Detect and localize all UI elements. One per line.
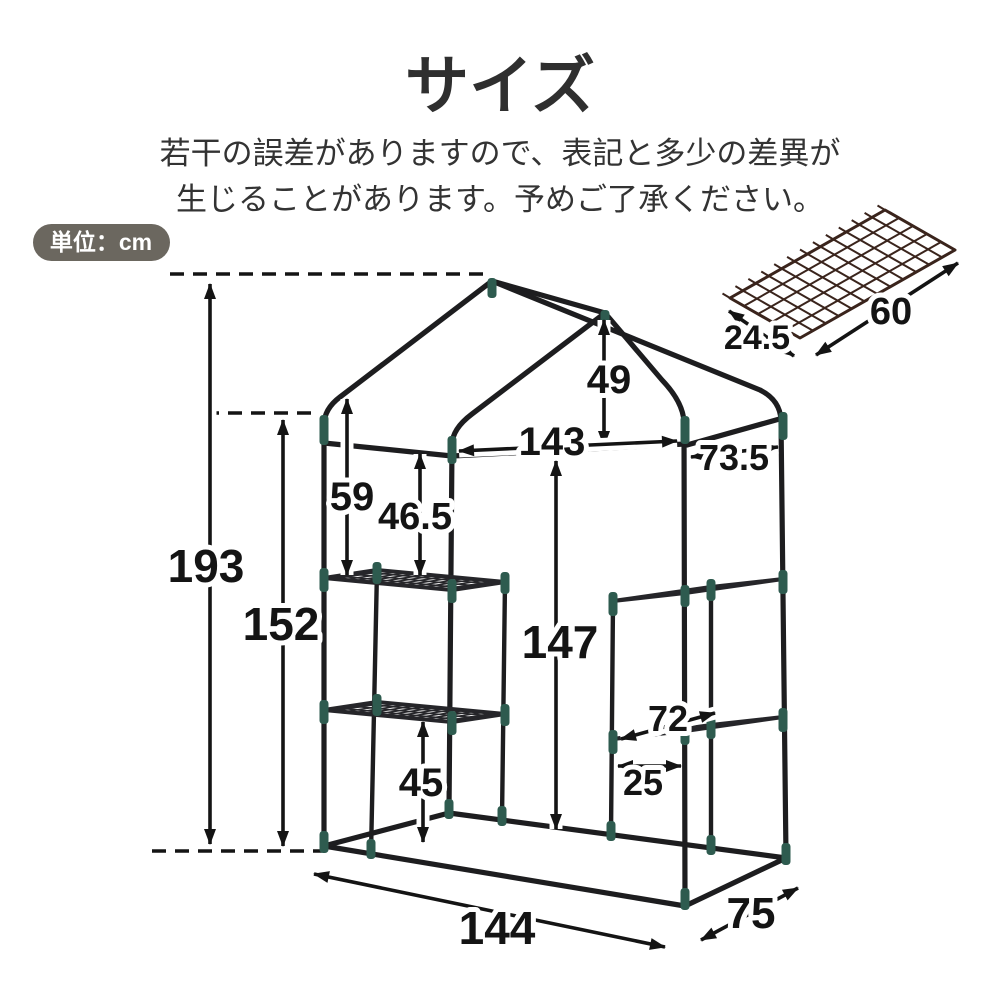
tube-connector bbox=[608, 730, 618, 754]
tube-connector bbox=[319, 831, 329, 853]
dim-label-right-shelf-depth: 72 bbox=[648, 698, 688, 739]
tube-connector bbox=[778, 708, 788, 732]
right-tower-inner-front-post bbox=[608, 598, 616, 838]
dim-label-top-depth: 73.5 bbox=[699, 437, 769, 478]
tube-connector bbox=[680, 416, 690, 444]
base-rail-front bbox=[321, 843, 688, 909]
tube-connector bbox=[366, 839, 376, 859]
base-rail-left bbox=[321, 810, 452, 849]
arrow-top-depth bbox=[690, 442, 779, 462]
reference-lines bbox=[152, 272, 487, 853]
dim-label-eave-to-shelf: 59 bbox=[330, 475, 375, 519]
dim-label-inset-length: 60 bbox=[870, 291, 912, 333]
tube-connector bbox=[319, 700, 329, 724]
unit-badge bbox=[33, 224, 170, 261]
tube-connector bbox=[500, 572, 510, 594]
dim-label-top-width: 143 bbox=[519, 420, 586, 464]
tube-connector bbox=[778, 412, 788, 440]
dim-label-shelf-to-ground: 45 bbox=[399, 761, 444, 805]
tube-connector bbox=[497, 806, 507, 826]
tube-connector bbox=[487, 278, 497, 298]
unit-badge-label: 単位：cm bbox=[50, 229, 152, 255]
tube-connector bbox=[778, 570, 788, 594]
roof-inner-left-post bbox=[446, 310, 608, 815]
dimension-labels: 193 152 59 46.5 49 143 73.5 147 72 25 45… bbox=[163, 286, 918, 959]
tube-connector bbox=[447, 436, 457, 464]
frame-connectors bbox=[319, 278, 791, 910]
subtitle-line-1: 若干の誤差がありますので、表記と多少の差異が bbox=[160, 136, 841, 171]
tube-connector bbox=[680, 888, 690, 910]
eave-rail-right-depth bbox=[684, 415, 786, 448]
arrow-inset-length bbox=[815, 261, 959, 357]
tube-connector bbox=[444, 799, 454, 819]
tube-connector bbox=[680, 585, 690, 607]
dim-label-overall-height: 193 bbox=[168, 540, 245, 592]
tube-connector bbox=[319, 568, 329, 592]
subtitle-line-2: 生じることがあります。予めご了承ください。 bbox=[176, 182, 824, 217]
dim-label-rail-to-shelf: 46.5 bbox=[378, 496, 452, 538]
tube-connector bbox=[447, 711, 457, 735]
tube-connector bbox=[608, 592, 618, 616]
dim-label-gable-height: 49 bbox=[587, 358, 632, 402]
dimension-arrows bbox=[203, 261, 959, 954]
dim-label-inset-depth: 24.5 bbox=[724, 319, 790, 357]
tube-connector bbox=[500, 704, 510, 726]
tube-connector bbox=[781, 843, 791, 865]
tube-connector bbox=[372, 562, 382, 584]
tube-connector bbox=[706, 579, 716, 601]
tube-connector bbox=[372, 694, 382, 716]
dim-label-base-depth: 75 bbox=[727, 889, 776, 938]
arrow-base-depth bbox=[700, 886, 799, 942]
dim-label-cover-height: 152 bbox=[243, 598, 320, 650]
arrow-inset-depth bbox=[727, 309, 796, 358]
tube-connector bbox=[706, 835, 716, 855]
page-title: サイズ bbox=[405, 50, 595, 122]
tube-connector bbox=[319, 415, 329, 445]
tube-connector bbox=[606, 821, 616, 841]
arrow-right-shelf-depth bbox=[620, 711, 716, 741]
tube-connector bbox=[447, 579, 457, 603]
arrow-base-width bbox=[313, 871, 666, 950]
arrow-top-width bbox=[458, 435, 678, 457]
dim-label-base-width: 144 bbox=[459, 902, 536, 954]
dim-label-right-shelf-width: 25 bbox=[623, 762, 663, 803]
dim-label-inner-height: 147 bbox=[522, 616, 599, 668]
left-tower-inner-back-post bbox=[499, 579, 508, 822]
